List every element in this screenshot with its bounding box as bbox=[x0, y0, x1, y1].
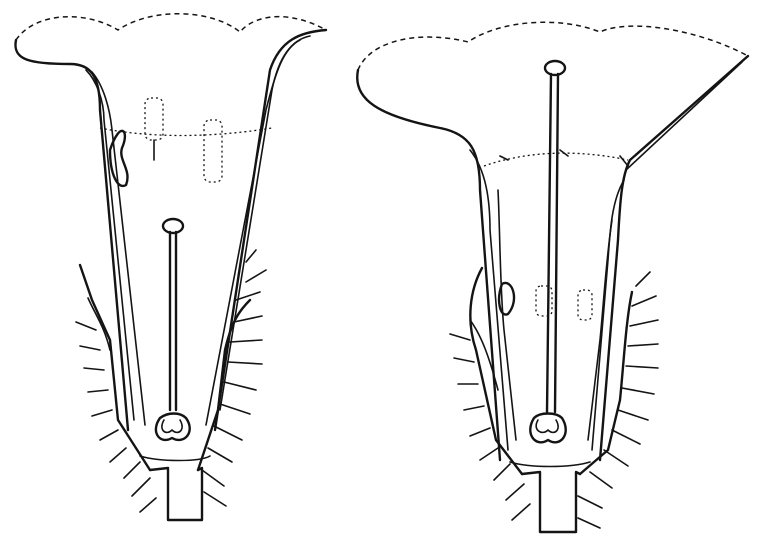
right-corolla-outer-right bbox=[600, 56, 748, 460]
left-tube-inner-left bbox=[86, 70, 134, 420]
left-calyx-leaf bbox=[88, 298, 110, 350]
right-corolla-outer-left bbox=[357, 70, 500, 460]
left-calyx-left bbox=[80, 265, 150, 470]
left-calyx-hairs-right bbox=[202, 250, 266, 506]
left-corolla-lobe-outline bbox=[16, 14, 326, 40]
right-style bbox=[547, 74, 551, 412]
left-stigma bbox=[163, 219, 183, 233]
right-flower-long-style bbox=[357, 22, 748, 532]
left-corolla-outer bbox=[15, 40, 128, 430]
right-anther-2 bbox=[578, 290, 592, 320]
right-calyx-hairs-right bbox=[578, 272, 658, 528]
left-anther-2 bbox=[204, 120, 222, 182]
right-corolla-lobe-outline bbox=[358, 22, 748, 70]
left-tube-inner-left2 bbox=[92, 72, 145, 425]
left-ovary bbox=[156, 414, 190, 440]
right-pedicel bbox=[522, 472, 580, 532]
left-anther-1 bbox=[145, 98, 163, 140]
left-tube-inner-right bbox=[220, 36, 310, 410]
left-flower-short-style bbox=[15, 14, 326, 520]
left-corolla-outer-right bbox=[215, 30, 326, 430]
right-stigma bbox=[545, 61, 565, 75]
left-pedicel bbox=[150, 468, 202, 520]
left-tube-inner-right2 bbox=[206, 40, 300, 425]
